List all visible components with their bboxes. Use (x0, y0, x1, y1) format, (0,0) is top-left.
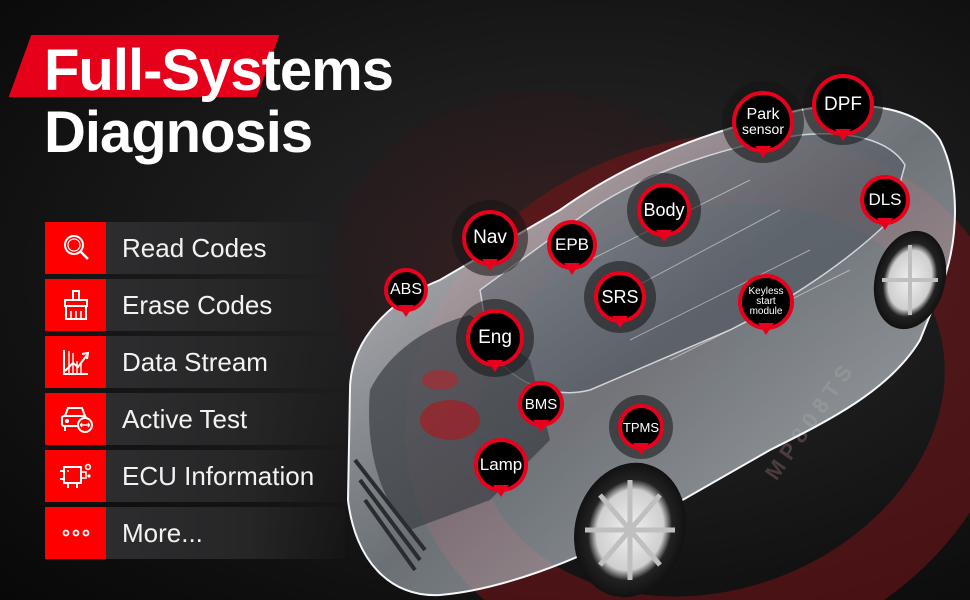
pin-label-line: Park (746, 106, 780, 123)
feature-ecu-information: ECU Information (45, 450, 345, 502)
feature-active-test: Active Test (45, 393, 345, 445)
title-line-1: Full-Systems (44, 38, 394, 103)
pin-label: DLS (868, 190, 902, 209)
feature-label: ECU Information (106, 450, 345, 502)
feature-read-codes: Read Codes (45, 222, 345, 274)
pin-label: SRS (601, 286, 639, 307)
feature-erase-codes: Erase Codes (45, 279, 345, 331)
pin-body[interactable]: Body (627, 173, 701, 247)
pin-label: EPB (554, 235, 590, 254)
pin-label: Body (643, 199, 685, 220)
feature-label: Data Stream (106, 336, 345, 388)
pin-label-line: module (749, 306, 783, 317)
feature-label: More... (106, 507, 345, 559)
pin-label: Lamp (479, 455, 523, 474)
pin-keyless-start-module[interactable]: Keyless start module (738, 274, 794, 335)
pin-bms[interactable]: BMS (518, 381, 564, 432)
magnifier-icon (45, 222, 106, 274)
ellipsis-icon (45, 507, 106, 559)
feature-label: Erase Codes (106, 279, 345, 331)
pin-epb[interactable]: EPB (547, 220, 597, 275)
pin-label: DPF (824, 94, 862, 115)
feature-label: Active Test (106, 393, 345, 445)
pin-tpms[interactable]: TPMS (609, 395, 673, 459)
pin-abs[interactable]: ABS (384, 268, 428, 317)
pin-label: Nav (473, 227, 507, 248)
ecu-chip-icon (45, 450, 106, 502)
car-xray-illustration (346, 104, 956, 598)
pin-lamp[interactable]: Lamp (474, 438, 528, 497)
title-line-2: Diagnosis (44, 100, 313, 165)
pin-label-line: Keyless (748, 286, 784, 297)
feature-data-stream: Data Stream (45, 336, 345, 388)
car-arrows-icon (45, 393, 106, 445)
pin-label-line: start (756, 296, 776, 307)
page-title: Full-Systems Diagnosis (44, 38, 394, 165)
feature-more: More... (45, 507, 345, 559)
chart-icon (45, 336, 106, 388)
pin-label: BMS (524, 395, 558, 413)
pin-srs[interactable]: SRS (584, 261, 656, 333)
pin-label: Eng (478, 327, 512, 348)
pin-eng[interactable]: Eng (456, 299, 534, 377)
pin-nav[interactable]: Nav (452, 200, 528, 276)
feature-label: Read Codes (106, 222, 345, 274)
feature-list: Read Codes Erase Codes Data Stream Activ… (45, 222, 345, 564)
brush-icon (45, 279, 106, 331)
pin-label-line: sensor (741, 121, 785, 137)
pin-park-sensor[interactable]: Park sensor (722, 81, 804, 163)
pin-label: ABS (389, 281, 422, 298)
pin-label: TPMS (622, 419, 660, 435)
pin-dpf[interactable]: DPF (803, 65, 883, 145)
pin-dls[interactable]: DLS (860, 175, 910, 230)
